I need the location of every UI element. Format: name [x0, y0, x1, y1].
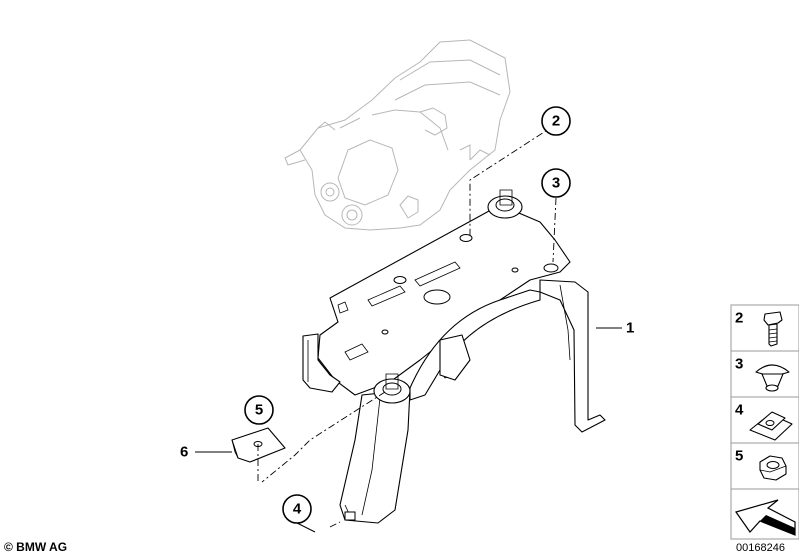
legend-number-5: 5	[735, 448, 743, 465]
label-6[interactable]: 6	[180, 444, 188, 461]
legend-number-3: 3	[735, 356, 743, 373]
diagram-number: 00168246	[736, 542, 785, 554]
legend-arrow-item[interactable]	[730, 488, 799, 540]
bracket-part	[302, 189, 606, 524]
callout-2[interactable]: 2	[541, 106, 571, 136]
callout-3[interactable]: 3	[541, 168, 571, 198]
legend-item-4[interactable]: 4	[730, 396, 799, 444]
legend-number-4: 4	[735, 402, 744, 419]
nut-plate-part	[231, 427, 286, 463]
callout-5-label: 5	[255, 402, 263, 419]
callout-4[interactable]: 4	[282, 494, 312, 524]
parts-legend: 2 3 4 5	[730, 304, 799, 540]
hex-nut-icon	[759, 455, 787, 481]
legend-number-2: 2	[735, 310, 743, 327]
label-1[interactable]: 1	[626, 320, 634, 337]
callout-5[interactable]: 5	[244, 395, 274, 425]
legend-item-3[interactable]: 3	[730, 350, 799, 398]
assembly-lines	[257, 124, 557, 528]
direction-arrow-icon	[735, 499, 796, 536]
legend-item-2[interactable]: 2	[730, 304, 799, 352]
clip-nut-icon	[749, 411, 793, 441]
bolt-icon	[763, 311, 783, 347]
callout-3-label: 3	[552, 175, 560, 192]
legend-item-5[interactable]: 5	[730, 442, 799, 490]
push-rivet-icon	[755, 364, 790, 392]
background-transmission	[284, 39, 511, 231]
callout-4-label: 4	[293, 501, 302, 518]
leader-lines	[195, 327, 622, 533]
copyright-label: © BMW AG	[4, 540, 68, 554]
callout-2-label: 2	[552, 113, 560, 130]
